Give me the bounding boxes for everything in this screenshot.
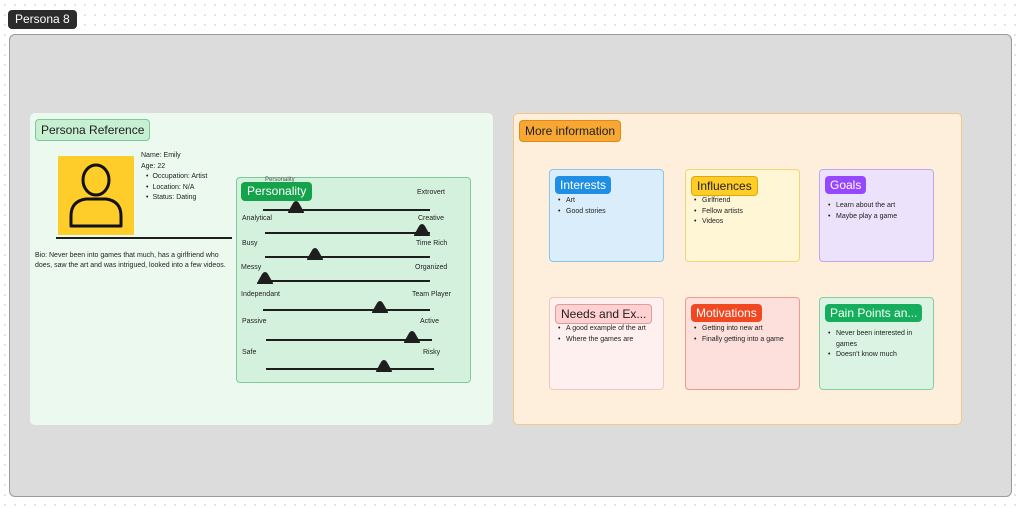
trait-left-label: Safe [242, 349, 257, 356]
motivations-card[interactable]: MotivationsGetting into new artFinally g… [685, 297, 800, 390]
card-title: Pain Points an... [825, 304, 923, 322]
trait-right-label: Extrovert [417, 189, 446, 196]
trait-right-label: Time Rich [416, 240, 448, 247]
trait-slider-handle[interactable] [413, 223, 431, 237]
list-item: Videos [694, 217, 743, 228]
list-item: Where the games are [558, 335, 646, 346]
persona-info: Name: Emily Age: 22 Occupation: Artist L… [141, 151, 207, 204]
avatar-divider [56, 237, 232, 239]
card-title: Goals [825, 176, 867, 194]
trait-slider-track[interactable] [263, 209, 430, 211]
list-item: Fellow artists [694, 207, 743, 218]
list-item: Getting into new art [694, 324, 784, 335]
personality-title: Personality [241, 182, 313, 201]
card-title: Interests [555, 176, 612, 194]
interests-card[interactable]: InterestsArtGood stories [549, 169, 664, 262]
trait-right-label: Risky [423, 349, 441, 356]
list-item: Never been interested in games [828, 329, 920, 350]
trait-slider-handle[interactable] [306, 247, 324, 261]
card-title: Needs and Ex... [555, 304, 653, 324]
trait-left-label: Messy [241, 264, 262, 271]
card-list: Learn about the artMaybe play a game [828, 201, 897, 222]
trait-slider-handle[interactable] [375, 359, 393, 373]
card-list: A good example of the artWhere the games… [558, 324, 646, 345]
trait-slider-handle[interactable] [287, 200, 305, 214]
trait-slider-track[interactable] [265, 280, 430, 282]
list-item: Girlfriend [694, 196, 743, 207]
list-item: A good example of the art [558, 324, 646, 335]
frame-label[interactable]: Persona 8 [8, 10, 77, 29]
card-list: Never been interested in gamesDoesn't kn… [828, 329, 920, 361]
card-title: Motivations [691, 304, 762, 322]
persona-age: Age: 22 [141, 162, 166, 170]
needs-card[interactable]: Needs and Ex...A good example of the art… [549, 297, 664, 390]
list-item: Doesn't know much [828, 350, 920, 361]
personality-ghost-label: Personality [265, 177, 295, 183]
trait-left-label: Analytical [242, 215, 272, 222]
list-item: Maybe play a game [828, 212, 897, 223]
persona-detail: Location: N/A [146, 183, 207, 194]
more-information-title: More information [519, 120, 622, 142]
influences-card[interactable]: InfluencesGirlfriendFellow artistsVideos [685, 169, 800, 262]
pain-points-card[interactable]: Pain Points an... Never been interested i… [819, 297, 934, 390]
persona-detail: Status: Dating [146, 193, 207, 204]
trait-slider-track[interactable] [266, 368, 434, 370]
list-item: Good stories [558, 207, 606, 218]
list-item: Art [558, 196, 606, 207]
avatar [58, 156, 134, 235]
goals-card[interactable]: GoalsLearn about the artMaybe play a gam… [819, 169, 934, 262]
trait-left-label: Passive [242, 318, 267, 325]
persona-detail: Occupation: Artist [146, 172, 207, 183]
persona-name: Name: Emily [141, 152, 181, 159]
list-item: Finally getting into a game [694, 335, 784, 346]
list-item: Learn about the art [828, 201, 897, 212]
trait-slider-handle[interactable] [371, 300, 389, 314]
persona-bio: Bio: Never been into games that much, ha… [35, 252, 226, 269]
trait-right-label: Organized [415, 264, 448, 271]
trait-slider-handle[interactable] [256, 271, 274, 285]
trait-left-label: Busy [242, 240, 258, 247]
trait-right-label: Team Player [412, 291, 451, 298]
trait-slider-track[interactable] [265, 256, 430, 258]
trait-slider-track[interactable] [266, 339, 432, 341]
trait-slider-handle[interactable] [403, 330, 421, 344]
trait-right-label: Active [420, 318, 440, 325]
card-list: GirlfriendFellow artistsVideos [694, 196, 743, 228]
trait-slider-track[interactable] [265, 232, 430, 234]
persona-reference-title: Persona Reference [35, 119, 151, 141]
trait-right-label: Creative [418, 215, 445, 222]
trait-slider-track[interactable] [263, 309, 430, 311]
trait-left-label: Independant [241, 291, 280, 298]
user-icon [69, 163, 123, 228]
card-list: Getting into new artFinally getting into… [694, 324, 784, 345]
card-list: ArtGood stories [558, 196, 606, 217]
card-title: Influences [691, 176, 758, 196]
